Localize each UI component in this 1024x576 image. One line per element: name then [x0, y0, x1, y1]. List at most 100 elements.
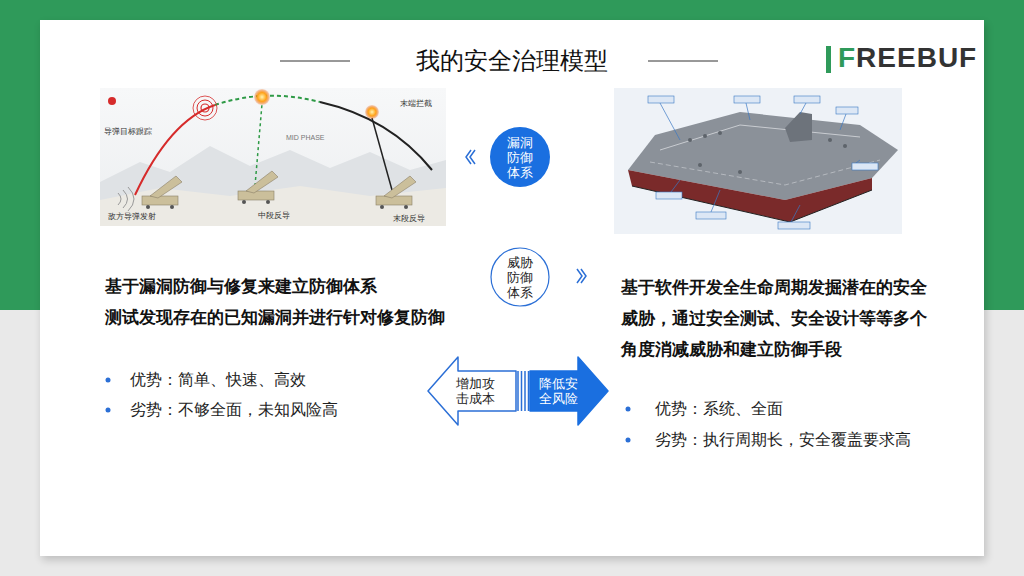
missile-illustration	[380, 205, 384, 209]
missile-illustration	[100, 146, 446, 226]
bullet-text: 优势：系统、全面	[655, 399, 783, 419]
arrow-shape: 降低安全风险	[530, 357, 608, 425]
arrow-stripes	[517, 371, 519, 411]
missile-illustration	[142, 171, 416, 205]
missile-illustration	[146, 205, 150, 209]
arrow-stripes	[528, 371, 530, 411]
carrier-illustration	[791, 205, 800, 222]
missile-illustration	[197, 100, 213, 116]
missile-illustration	[372, 118, 392, 190]
node-text: 漏洞防御体系	[506, 135, 534, 180]
carrier-illustration	[648, 96, 674, 103]
bullet-text: 优势：简单、快速、高效	[130, 370, 306, 390]
carrier-illustration	[843, 144, 847, 148]
missile-illustration	[170, 205, 174, 209]
carrier-illustration	[656, 192, 682, 199]
missile-illustration	[108, 97, 116, 105]
missile-illustration	[365, 105, 379, 119]
bullet-dot	[626, 438, 631, 443]
missile-illustration	[404, 205, 408, 209]
carrier-illustration	[840, 114, 846, 130]
bullet-text: 劣势：不够全面，未知风险高	[130, 400, 338, 420]
title-rule	[648, 61, 718, 62]
system-circle: 威胁防御体系	[490, 247, 550, 307]
missile-illustration	[238, 191, 274, 200]
carrier-illustration	[660, 103, 680, 140]
carrier-illustration	[828, 138, 832, 142]
missile-illustration	[146, 200, 408, 209]
arrow-outline	[428, 357, 516, 425]
figure-label: 末段反导	[393, 214, 425, 223]
arrow-stripes	[521, 371, 523, 411]
node-text: 增加攻击成本	[455, 376, 496, 406]
figure-label: MID PHASE	[286, 134, 325, 142]
carrier-illustration	[734, 96, 760, 103]
carrier-illustration	[746, 103, 750, 120]
missile-illustration	[193, 96, 217, 120]
carrier-illustration	[785, 112, 812, 142]
figure-label: 末端拦截	[400, 99, 432, 108]
carrier-illustration	[688, 131, 847, 174]
missile-illustration	[150, 176, 182, 198]
bullet-dot	[106, 378, 111, 383]
card	[40, 20, 986, 560]
slide-title: 我的安全治理模型	[416, 45, 608, 77]
missile-illustration	[100, 88, 446, 226]
arrow-outline	[530, 357, 608, 425]
carrier-illustration	[698, 163, 702, 167]
missile-illustration	[118, 187, 134, 211]
circle-outline	[490, 127, 550, 187]
carrier-illustration	[738, 170, 742, 174]
node-content: 降低安全风险	[530, 357, 586, 425]
figure-label: 导弹目标跟踪	[104, 127, 152, 136]
missile-illustration	[142, 196, 178, 205]
carrier-illustration	[836, 107, 858, 114]
arrow-stripes	[518, 371, 529, 411]
carrier-illustration	[660, 125, 860, 150]
node-text: 威胁防御体系	[506, 255, 534, 300]
carrier-illustration	[711, 190, 720, 212]
logo-bar	[826, 46, 831, 73]
logo-text: FREEBUF	[838, 42, 977, 74]
carrier-illustration	[660, 103, 860, 222]
arrow-shape: 增加攻击成本	[428, 357, 516, 425]
carrier-illustration	[648, 96, 878, 229]
carrier-illustration	[696, 212, 726, 219]
bullet-text: 劣势：执行周期长，安全覆盖要求高	[655, 430, 911, 450]
missile-illustration	[254, 89, 270, 105]
arrow-stripes	[524, 371, 526, 411]
card	[40, 20, 984, 556]
system-circle: 漏洞防御体系	[489, 126, 551, 188]
carrier-illustration	[632, 186, 872, 222]
carrier-illustration	[688, 138, 692, 142]
carrier-illustration	[794, 96, 820, 103]
missile-illustration	[376, 196, 412, 205]
carrier-illustration	[628, 170, 872, 222]
carrier-illustration	[778, 222, 810, 229]
missile-illustration	[242, 200, 246, 204]
node-content: 威胁防御体系	[490, 247, 550, 307]
missile-illustration	[246, 171, 278, 193]
bullet-dot	[106, 408, 111, 413]
chevron	[466, 150, 475, 164]
figure-label: 敌方导弹发射	[108, 212, 156, 221]
node-content: 增加攻击成本	[428, 357, 522, 425]
carrier-illustration	[614, 88, 902, 234]
missile-illustration	[100, 88, 446, 226]
carrier-illustration	[852, 163, 878, 170]
carrier-illustration	[800, 103, 806, 114]
logo-bar	[826, 46, 831, 73]
bullet-dot	[626, 407, 631, 412]
missile-illustration	[320, 102, 432, 170]
carrier-illustration	[671, 180, 680, 192]
carrier-illustration	[718, 131, 722, 135]
carrier-illustration	[703, 134, 707, 138]
missile-illustration	[201, 104, 209, 112]
title-rule	[280, 61, 350, 62]
node-content: 漏洞防御体系	[489, 126, 551, 188]
heading-text: 测试发现存在的已知漏洞并进行针对修复防御	[105, 308, 445, 328]
missile-illustration	[255, 104, 262, 186]
